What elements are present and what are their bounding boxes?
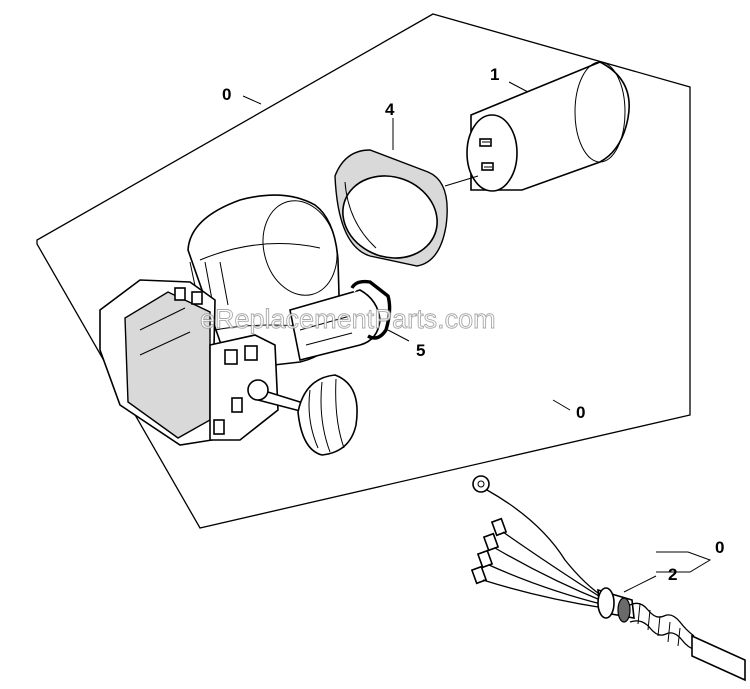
motor-assembly-icon[interactable] xyxy=(99,192,381,456)
callout-capacitor: 1 xyxy=(490,65,499,84)
callout-gasket: 5 xyxy=(416,341,425,360)
callout-assembly-cord: 0 xyxy=(715,538,724,557)
callout-band: 4 xyxy=(385,100,395,119)
capacitor-icon[interactable] xyxy=(466,61,630,192)
callout-power-cord: 2 xyxy=(668,565,677,584)
power-cord-icon[interactable] xyxy=(470,475,746,682)
callout-assembly-top: 0 xyxy=(222,85,231,104)
gasket-icon[interactable] xyxy=(350,279,392,340)
watermark-text: eReplacementParts.com xyxy=(200,304,496,334)
assembly-outline xyxy=(36,13,691,529)
callout-assembly-mid: 0 xyxy=(576,403,585,422)
mounting-band-icon[interactable] xyxy=(331,149,449,271)
leader-lines xyxy=(242,81,712,593)
